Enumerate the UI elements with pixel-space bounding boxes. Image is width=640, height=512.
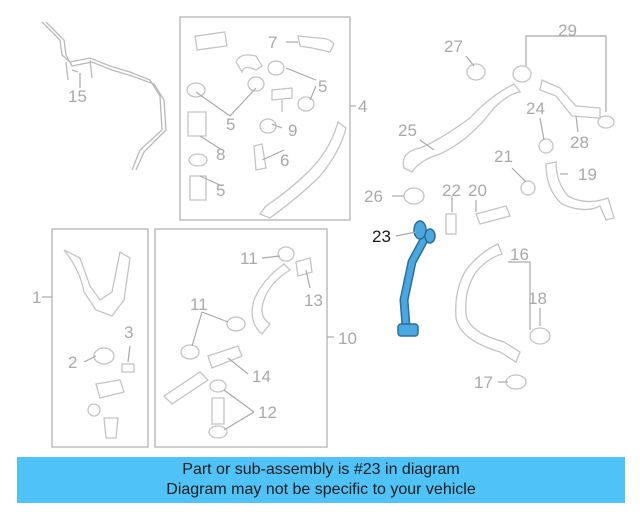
callout-10: 10 (338, 329, 357, 348)
callout-27: 27 (444, 37, 463, 56)
callout-4: 4 (358, 97, 367, 116)
callout-12: 12 (258, 403, 277, 422)
callout-22: 22 (442, 181, 461, 200)
group-box-4 (179, 16, 351, 221)
callout-11a: 11 (240, 249, 258, 268)
callout-20: 20 (468, 181, 487, 200)
callout-9: 9 (288, 121, 297, 140)
callout-15: 15 (68, 87, 87, 106)
box-4-parts (186, 31, 347, 219)
callout-16: 16 (510, 245, 529, 264)
callout-29: 29 (558, 21, 577, 40)
group-box-1 (51, 228, 149, 448)
callout-14: 14 (252, 367, 271, 386)
parts-diagram: 1 2 3 4 5 5 5 6 7 8 9 10 11 11 12 13 14 … (32, 16, 615, 448)
callout-3: 3 (124, 323, 133, 342)
group-box-10 (154, 228, 328, 448)
info-banner: Part or sub-assembly is #23 in diagram D… (17, 457, 625, 503)
box-10-parts (162, 246, 313, 439)
part-15-pipe (41, 21, 167, 171)
callout-13: 13 (304, 291, 323, 310)
box-1-parts (63, 249, 135, 439)
callout-11b: 11 (190, 295, 208, 314)
callout-19: 19 (578, 165, 597, 184)
callout-2: 2 (68, 353, 77, 372)
banner-line-1: Part or sub-assembly is #23 in diagram (182, 461, 460, 478)
callout-24: 24 (526, 99, 545, 118)
callout-1: 1 (32, 288, 41, 307)
callout-25: 25 (398, 121, 417, 140)
callout-23: 23 (372, 227, 391, 246)
leader-lines (83, 35, 607, 431)
callout-28: 28 (570, 133, 589, 152)
right-side-parts (402, 63, 615, 390)
callout-17: 17 (474, 373, 493, 392)
banner-line-2: Diagram may not be specific to your vehi… (166, 481, 476, 498)
part-23-hose (397, 220, 436, 337)
callout-6: 6 (280, 151, 289, 170)
callout-21: 21 (494, 147, 513, 166)
callout-5b: 5 (226, 115, 235, 134)
callout-8: 8 (216, 145, 225, 164)
callout-5c: 5 (216, 181, 225, 200)
callout-26: 26 (364, 187, 383, 206)
callout-18: 18 (528, 289, 547, 308)
callout-5a: 5 (318, 77, 327, 96)
callout-7: 7 (268, 33, 277, 52)
